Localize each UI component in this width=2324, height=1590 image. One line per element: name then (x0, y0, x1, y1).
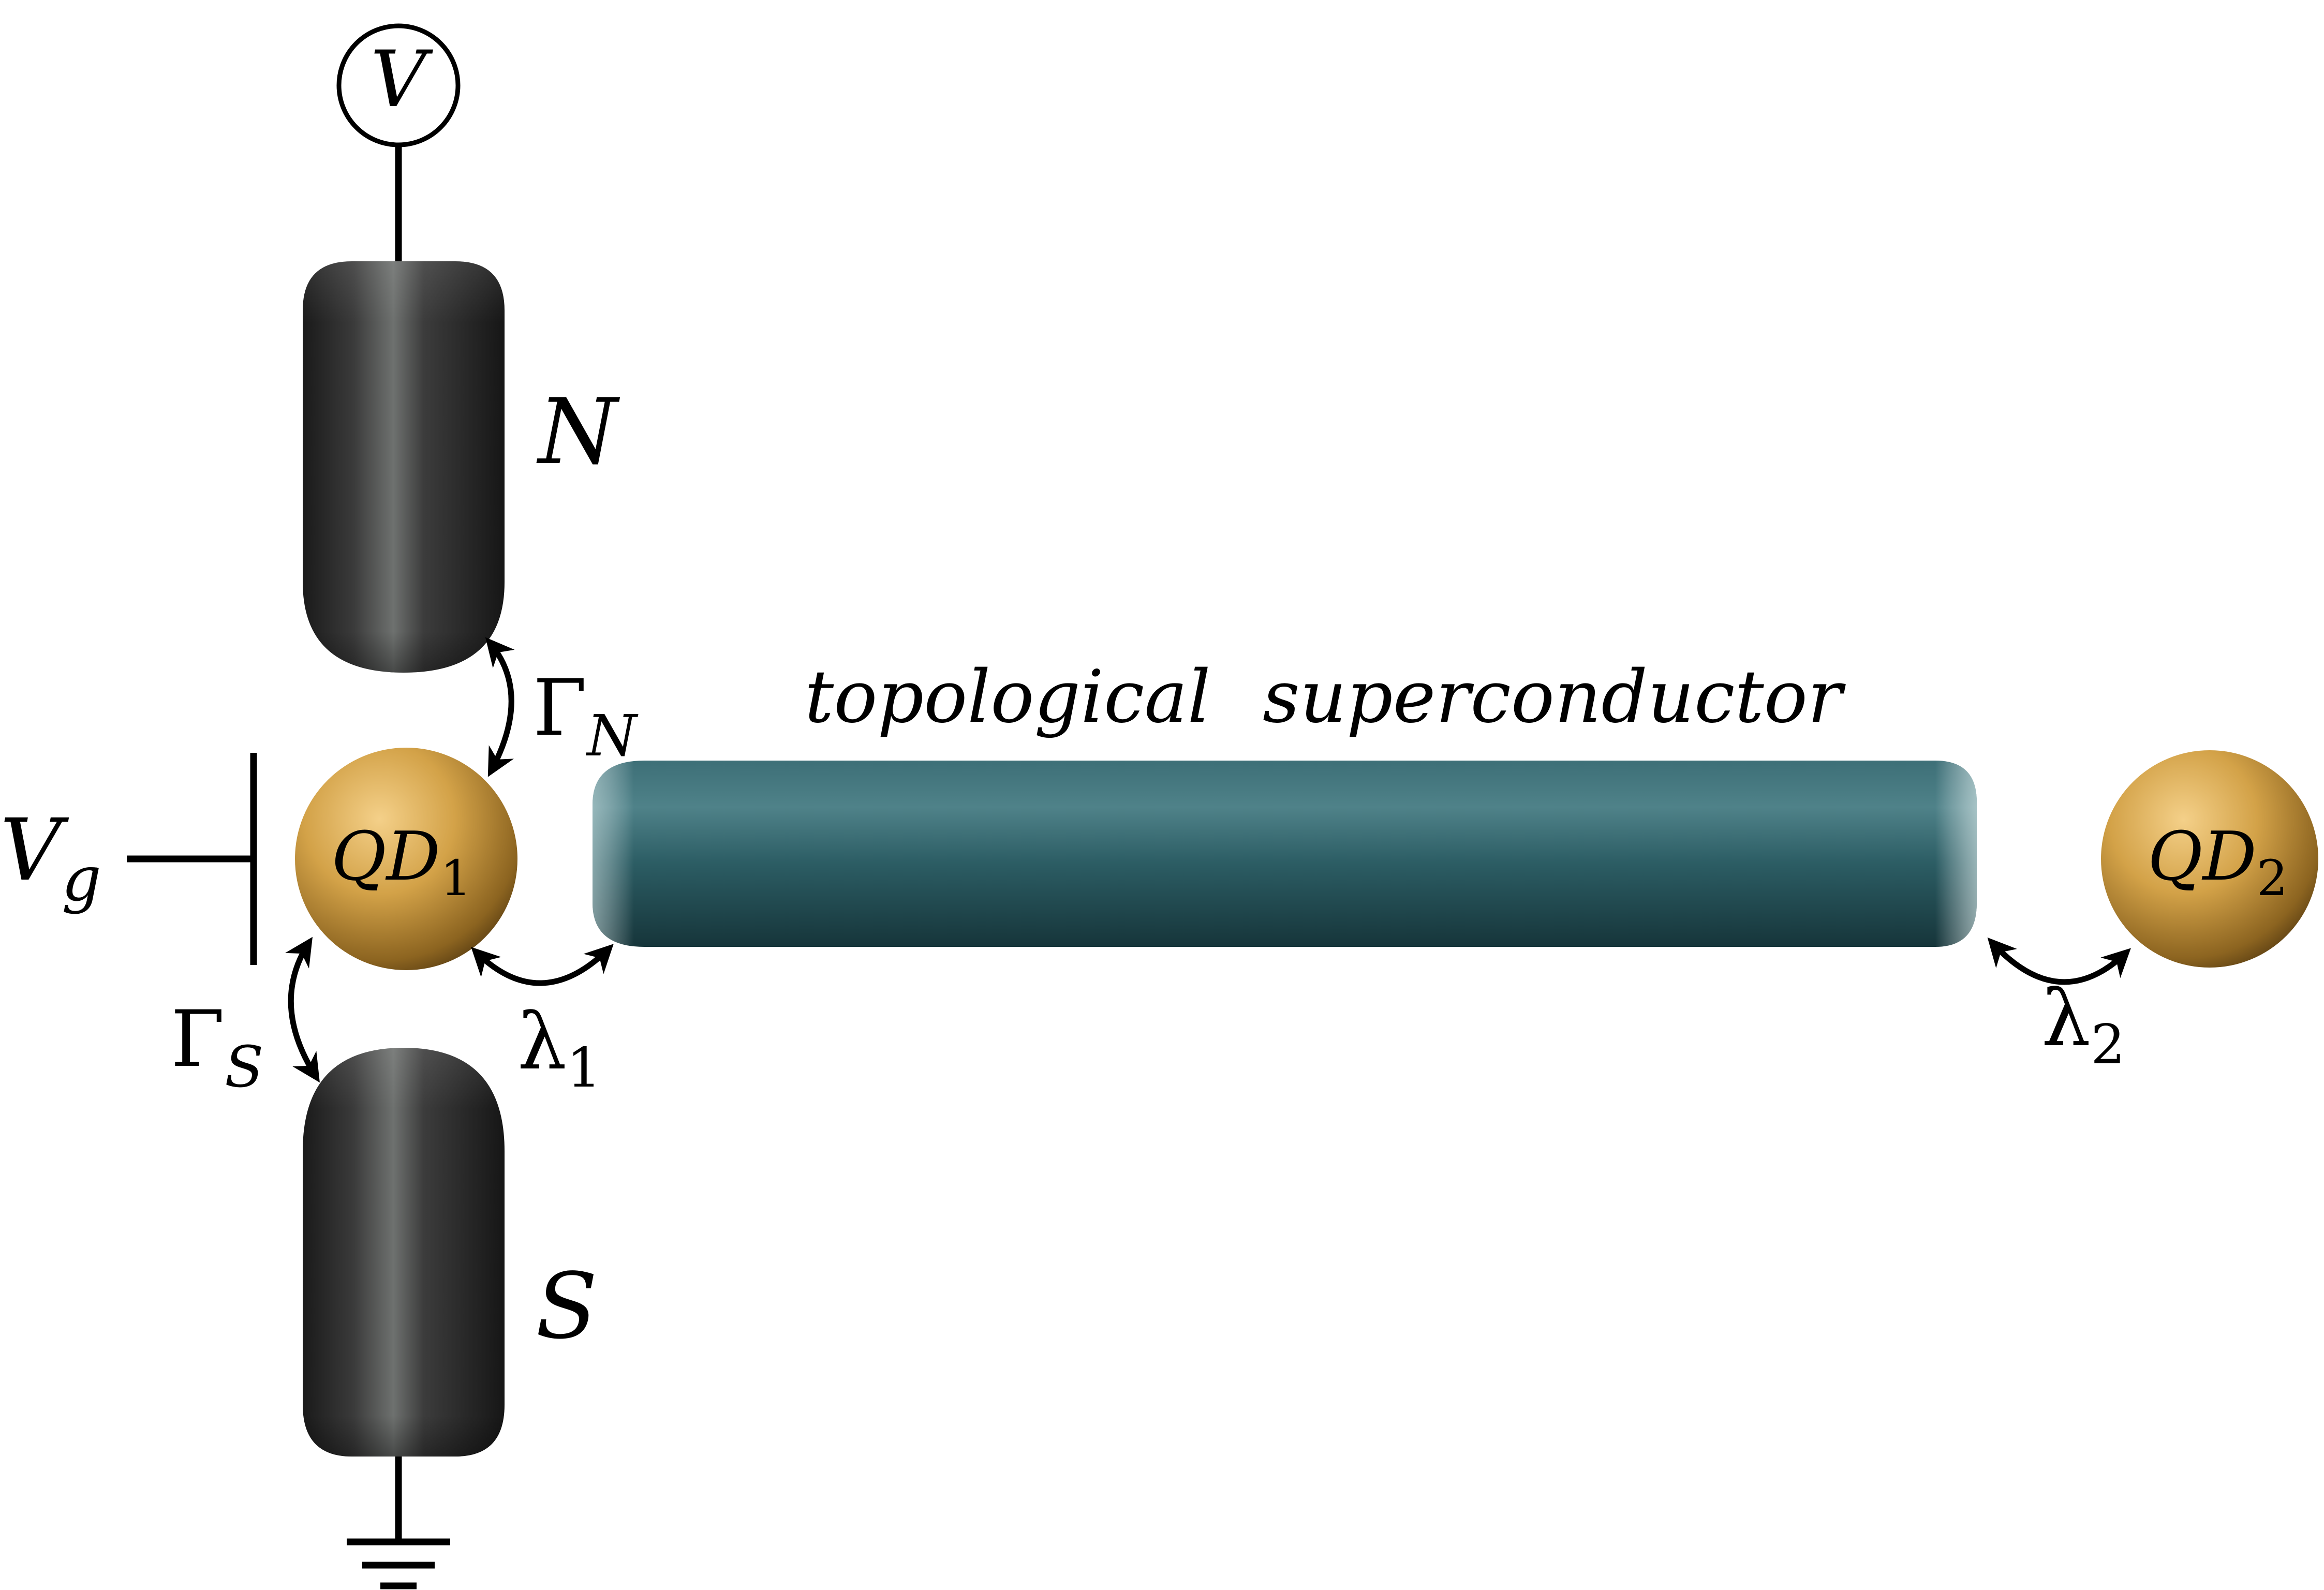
superconducting-lead-label: S (536, 1254, 598, 1359)
lambda-1-label: λ1 (517, 997, 601, 1099)
voltmeter-label: V (371, 35, 434, 125)
gamma-s-arrow (285, 937, 320, 1083)
quantum-dot-2-label: QD2 (2148, 817, 2288, 907)
wire-label-topological: topological (805, 655, 1211, 739)
lambda-2-arrow (1987, 937, 2131, 985)
lambda-2-label: λ2 (2041, 974, 2125, 1076)
quantum-dot-1-label: QD1 (331, 817, 471, 907)
quantum-dot-1 (295, 748, 517, 970)
gamma-s-label: ΓS (171, 994, 263, 1100)
ground-symbol (347, 1457, 450, 1589)
topological-superconductor-wire (593, 761, 1977, 947)
normal-lead-label: N (536, 380, 620, 485)
wire-label-superconductor: superconductor (1263, 655, 1846, 739)
normal-lead (303, 261, 505, 673)
gamma-n-arrow (485, 637, 515, 777)
gamma-n-label: ΓN (533, 663, 639, 769)
quantum-dot-2 (2101, 750, 2318, 968)
gate-electrode (127, 753, 257, 965)
lambda-1-arrow (471, 944, 614, 986)
superconducting-lead (303, 1048, 505, 1457)
gate-voltage-label: Vg (0, 800, 101, 915)
